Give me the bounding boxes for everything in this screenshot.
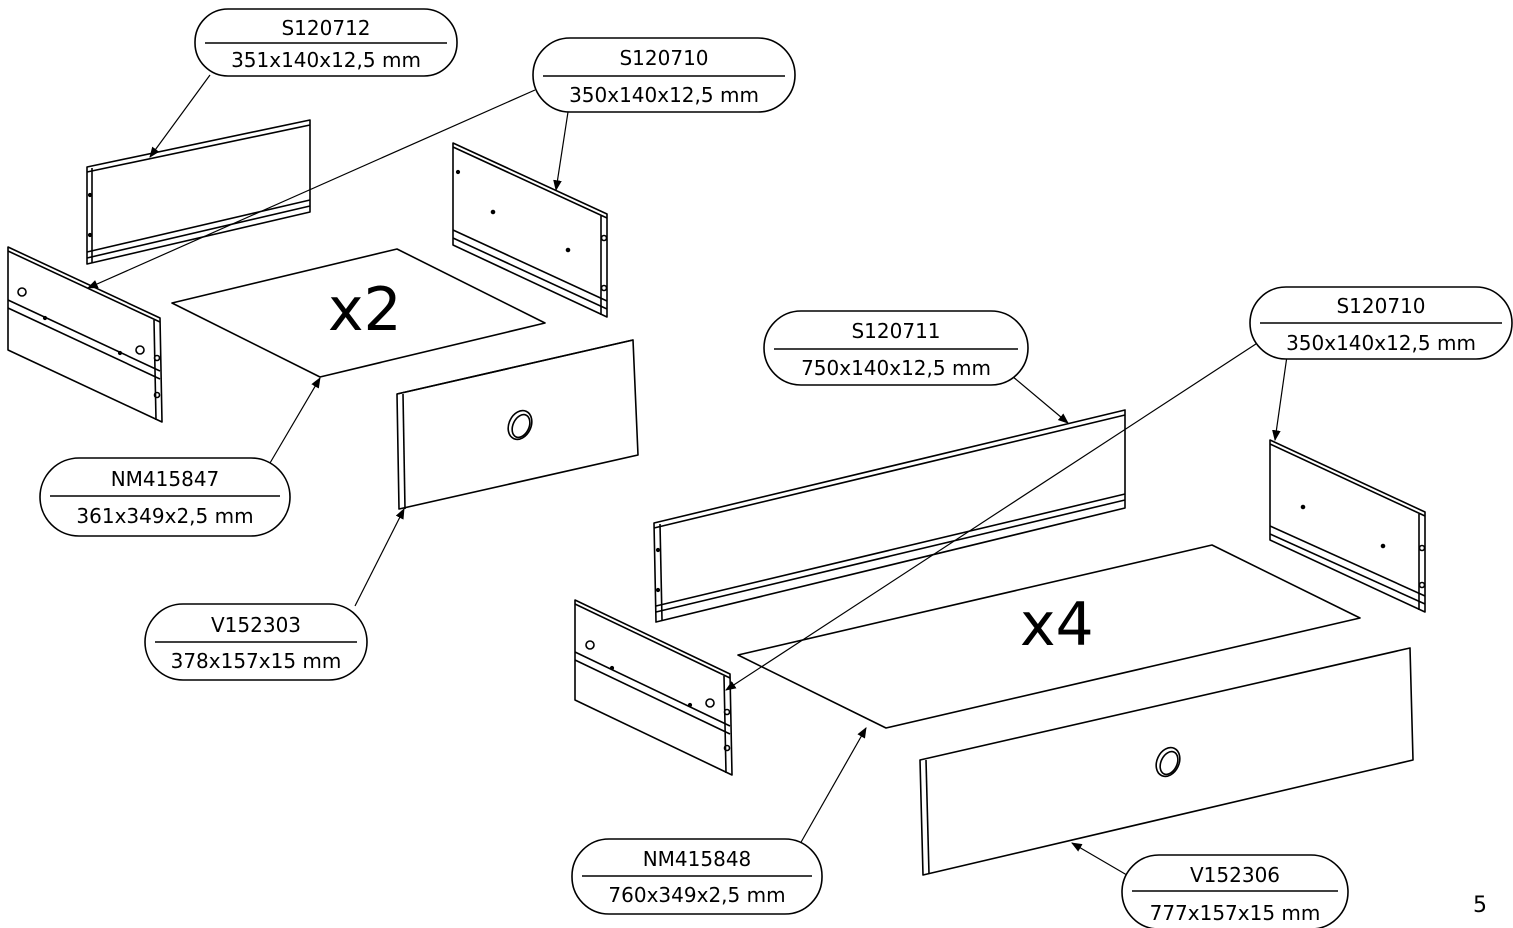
part-code: NM415848 bbox=[643, 847, 752, 871]
small-drawer-left-side-panel bbox=[7, 246, 163, 423]
callout-v152303: V152303 378x157x15 mm bbox=[144, 603, 368, 681]
part-dimensions: 750x140x12,5 mm bbox=[801, 356, 991, 380]
part-code: S120710 bbox=[1336, 294, 1425, 318]
large-drawer-back-panel bbox=[653, 409, 1126, 623]
part-code: S120712 bbox=[281, 16, 370, 40]
callout-s120710-large: S120710 350x140x12,5 mm bbox=[1249, 286, 1513, 360]
small-drawer-right-side-panel bbox=[452, 142, 608, 318]
callout-nm415848: NM415848 760x349x2,5 mm bbox=[571, 838, 823, 915]
part-dimensions: 351x140x12,5 mm bbox=[231, 48, 421, 72]
small-drawer-front-panel bbox=[396, 339, 639, 510]
part-code: S120710 bbox=[619, 46, 708, 70]
small-drawer-bottom-panel bbox=[171, 248, 546, 378]
large-drawer-bottom-panel bbox=[737, 544, 1361, 729]
large-drawer-front-panel bbox=[919, 647, 1414, 876]
part-code: V152306 bbox=[1190, 863, 1280, 887]
leader-lines bbox=[87, 74, 1288, 879]
part-code: NM415847 bbox=[111, 467, 220, 491]
large-drawer-left-side-panel bbox=[574, 599, 733, 776]
part-code: S120711 bbox=[851, 319, 940, 343]
large-drawer-quantity: x4 bbox=[1020, 590, 1094, 660]
part-dimensions: 378x157x15 mm bbox=[171, 649, 342, 673]
small-drawer-back-panel bbox=[86, 119, 311, 265]
callout-s120712: S120712 351x140x12,5 mm bbox=[194, 8, 458, 77]
part-dimensions: 760x349x2,5 mm bbox=[608, 883, 785, 907]
small-drawer-quantity: x2 bbox=[328, 275, 402, 345]
callout-s120711: S120711 750x140x12,5 mm bbox=[763, 310, 1029, 386]
page-number: 5 bbox=[1473, 893, 1487, 918]
part-code: V152303 bbox=[211, 613, 301, 637]
part-dimensions: 350x140x12,5 mm bbox=[1286, 331, 1476, 355]
part-dimensions: 777x157x15 mm bbox=[1150, 901, 1321, 925]
callout-v152306: V152306 777x157x15 mm bbox=[1121, 854, 1349, 928]
callout-s120710-small: S120710 350x140x12,5 mm bbox=[532, 37, 796, 113]
part-dimensions: 350x140x12,5 mm bbox=[569, 83, 759, 107]
callout-nm415847: NM415847 361x349x2,5 mm bbox=[39, 457, 291, 537]
large-drawer-right-side-panel bbox=[1269, 439, 1426, 613]
part-dimensions: 361x349x2,5 mm bbox=[76, 504, 253, 528]
